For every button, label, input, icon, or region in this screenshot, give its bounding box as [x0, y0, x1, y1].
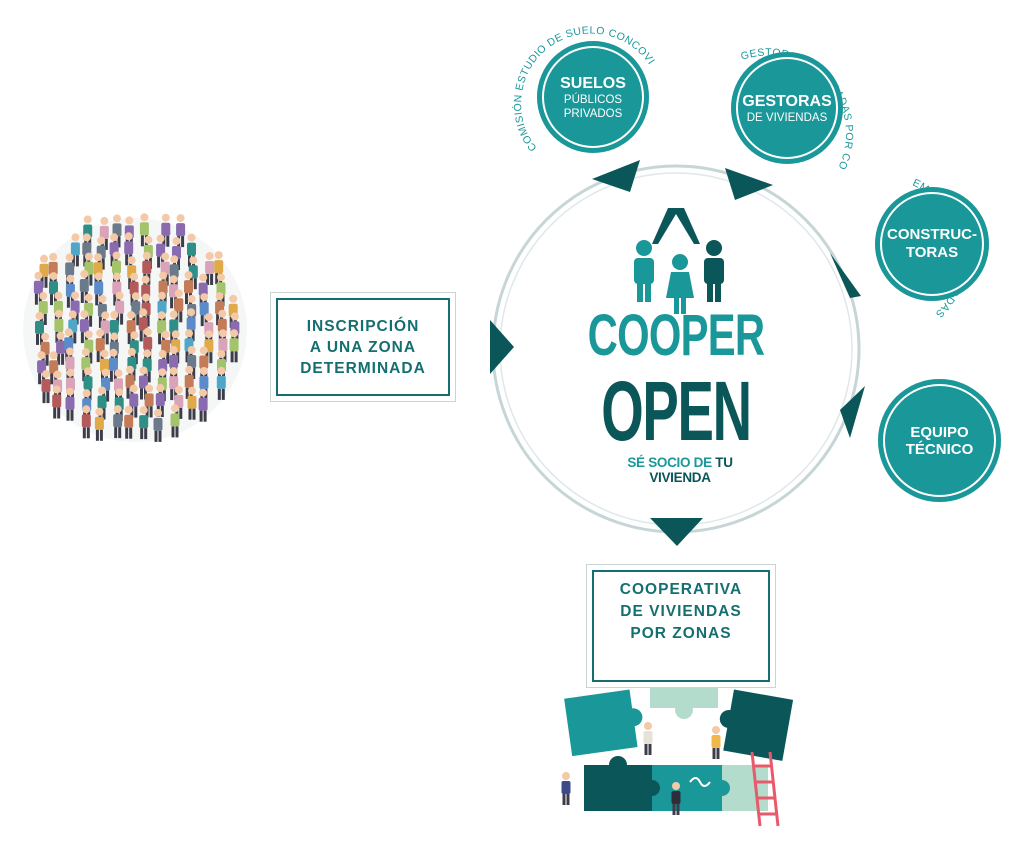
arrow-from-constructoras-icon	[830, 253, 861, 298]
arrow-from-equipo-icon	[840, 386, 865, 438]
gestoras-node: GESTORAS DE VIVIENDAS	[731, 52, 843, 164]
arrow-to-cooperativa-icon	[650, 518, 703, 546]
crowd-person	[52, 385, 62, 419]
inscripcion-line-1: INSCRIPCIÓN	[306, 317, 420, 335]
logo-cooper: COOPER	[587, 303, 765, 368]
cooperativa-line-1: COOPERATIVA	[619, 581, 743, 598]
inscripcion-box-border	[276, 298, 450, 396]
crowd-of-people-illustration	[23, 213, 247, 442]
gestoras-arc-text: GESTORAS HOLOGADAS POR CONCOVI	[0, 0, 855, 172]
inscripcion-box: INSCRIPCIÓN A UNA ZONA DETERMINADA	[270, 292, 456, 402]
constructoras-title-2: TORAS	[905, 244, 959, 261]
equipo-title-1: EQUIPO	[910, 423, 969, 441]
cooperativa-box-border	[592, 570, 770, 682]
equipo-tecnico-node: EQUIPO TÉCNICO	[878, 379, 1001, 502]
inscripcion-text: INSCRIPCIÓN A UNA ZONA DETERMINADA	[300, 316, 426, 379]
constructoras-title-1: CONSTRUC-	[887, 226, 977, 243]
cooperativa-box: COOPERATIVA DE VIVIENDAS POR ZONAS	[586, 564, 776, 688]
cooperativa-line-3: POR ZONAS	[630, 625, 732, 642]
arrow-from-gestoras-icon	[725, 168, 773, 200]
crowd-person	[81, 405, 91, 439]
crowd-person	[41, 370, 51, 404]
suelos-node: SUELOS PÚBLICOS PRIVADOS	[537, 41, 649, 153]
cooperativa-text: COOPERATIVA DE VIVIENDAS POR ZONAS	[620, 579, 742, 645]
arrow-from-inscripcion-icon	[490, 320, 514, 374]
cooperativa-line-2: DE VIVIENDAS	[620, 603, 742, 620]
logo-open: OPEN	[601, 364, 752, 458]
suelos-sub-2: PRIVADOS	[563, 107, 623, 120]
suelos-sub-1: PÚBLICOS	[563, 93, 623, 106]
tagline-part-1: SÉ SOCIO DE	[627, 455, 716, 470]
gestoras-title: GESTORAS	[742, 92, 832, 110]
gestoras-sub-1: DE VIVIENDAS	[746, 111, 828, 124]
equipo-title-2: TÉCNICO	[905, 440, 974, 458]
constructoras-node: CONSTRUC- TORAS	[875, 187, 989, 301]
inscripcion-line-3: DETERMINADA	[300, 359, 426, 377]
family-house-icon	[634, 208, 724, 314]
tagline-part-2: TU VIVIENDA	[649, 455, 733, 485]
suelos-title: SUELOS	[560, 74, 626, 92]
logo-tagline: SÉ SOCIO DE TU VIVIENDA	[600, 455, 760, 485]
arrow-to-suelos-icon	[592, 160, 640, 192]
inscripcion-line-2: A UNA ZONA	[309, 338, 417, 356]
